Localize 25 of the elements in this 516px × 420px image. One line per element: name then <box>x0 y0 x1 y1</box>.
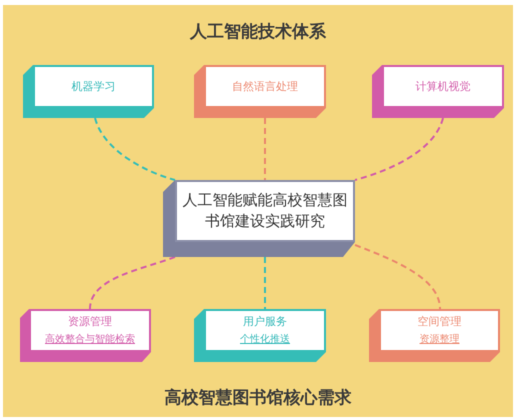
dashed-connector <box>354 244 441 310</box>
dashed-connector <box>264 257 266 309</box>
node-label: 用户服务 <box>243 315 287 329</box>
dashed-connector <box>94 118 176 181</box>
requirement-card <box>20 309 151 362</box>
technology-card <box>372 65 504 118</box>
node-label: 自然语言处理 <box>232 80 298 94</box>
dashed-connector <box>264 118 266 180</box>
topic-text: 人工智能赋能高校智慧图书馆建设实践研究 <box>182 190 348 232</box>
node-label: 机器学习 <box>72 80 116 94</box>
node-sublabel: 个性化推送 <box>240 333 290 346</box>
node-label: 计算机视觉 <box>416 80 470 94</box>
technology-card <box>23 65 154 118</box>
diagram-title: 人工智能技术体系 <box>190 21 326 44</box>
technology-card <box>194 65 326 118</box>
node-label: 资源管理 <box>68 315 112 329</box>
dashed-connector <box>354 118 444 181</box>
requirement-card <box>194 309 326 362</box>
node-sublabel: 资源整理 <box>420 333 460 346</box>
central-topic-card <box>163 180 355 257</box>
dashed-connector <box>88 256 176 310</box>
node-label: 空间管理 <box>418 315 462 329</box>
node-sublabel: 高效整合与智能检索 <box>45 333 135 346</box>
requirement-card <box>369 309 500 362</box>
section-heading: 高校智慧图书馆核心需求 <box>164 387 352 410</box>
